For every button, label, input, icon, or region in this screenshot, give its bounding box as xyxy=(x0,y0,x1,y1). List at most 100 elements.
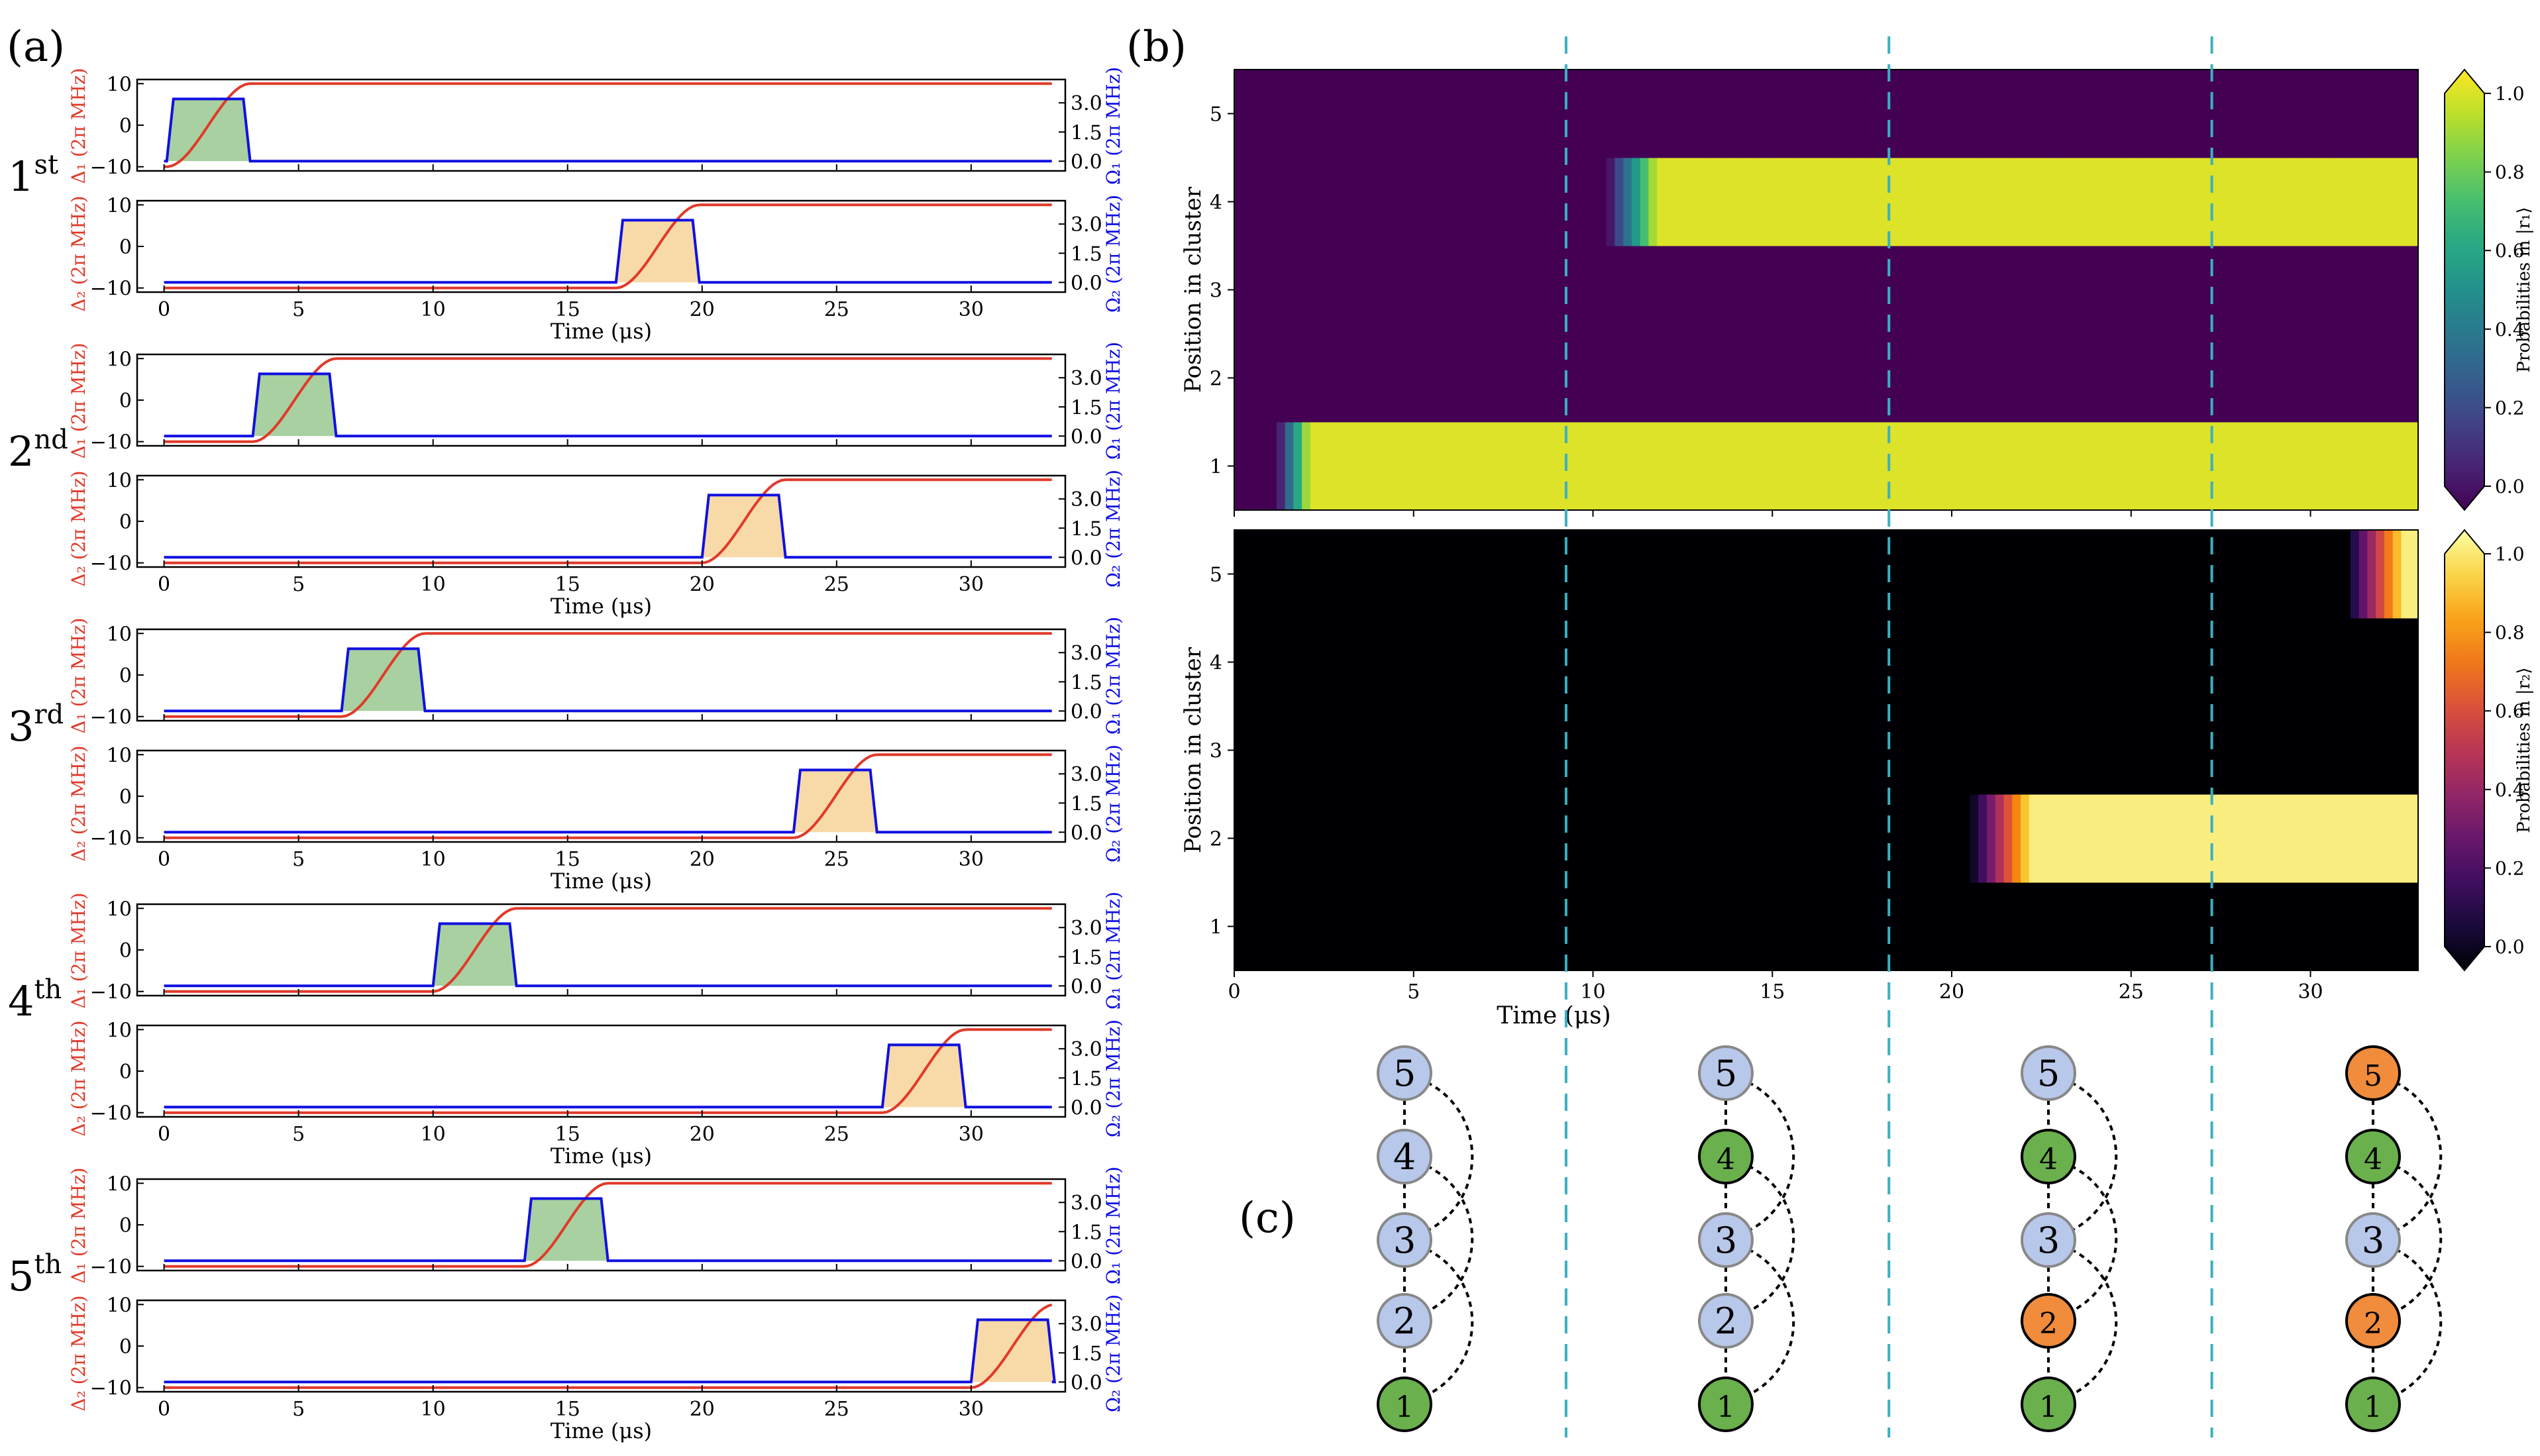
heat-cell xyxy=(1927,246,1937,335)
heat-cell xyxy=(1471,334,1480,423)
heat-cell xyxy=(2308,334,2317,423)
detuning-line-bottom xyxy=(164,1303,1053,1389)
heat-cell xyxy=(1293,422,1302,511)
heat-cell xyxy=(1530,882,1540,971)
heat-cell xyxy=(2384,618,2394,707)
heat-cell xyxy=(2274,158,2284,246)
heat-cell xyxy=(2080,706,2089,795)
heat-cell xyxy=(1631,70,1641,158)
heat-cell xyxy=(1513,334,1522,423)
heat-cell xyxy=(1293,530,1302,619)
heat-cell xyxy=(1911,70,1920,158)
heat-cell xyxy=(1361,530,1371,619)
y-left-tick-label: 0 xyxy=(119,1335,132,1359)
heat-cell xyxy=(1944,794,1954,883)
heat-cell xyxy=(1987,158,1996,246)
heat-cell xyxy=(1446,422,1455,511)
heat-cell xyxy=(1716,334,1726,423)
heat-cell xyxy=(1454,882,1463,971)
heat-cell xyxy=(1556,422,1565,511)
heat-cell xyxy=(1597,794,1607,883)
heat-cell xyxy=(1505,706,1514,795)
heat-cell xyxy=(1251,706,1261,795)
heat-cell xyxy=(2021,158,2030,246)
heat-cell xyxy=(1386,158,1396,246)
heat-cell xyxy=(1369,882,1379,971)
heat-cell xyxy=(1666,246,1675,335)
heat-cell xyxy=(1741,706,1751,795)
heat-cell xyxy=(1293,794,1302,883)
heat-cell xyxy=(2300,334,2309,423)
heat-cell xyxy=(2240,158,2250,246)
heat-cell xyxy=(1682,530,1692,619)
heat-cell xyxy=(1361,422,1371,511)
heat-cell xyxy=(1352,246,1362,335)
heat-cell xyxy=(2300,422,2309,511)
heat-cell xyxy=(1927,530,1937,619)
heat-cell xyxy=(2021,706,2030,795)
heat-cell xyxy=(1783,334,1793,423)
heat-cell xyxy=(1885,882,1895,971)
heat-cell xyxy=(2266,882,2275,971)
time-markers xyxy=(1564,36,2213,1437)
heat-cell xyxy=(2037,422,2047,511)
heat-cell xyxy=(2080,422,2089,511)
heat-cell xyxy=(1327,334,1336,423)
heat-cell xyxy=(1970,618,1980,707)
heat-cell xyxy=(1462,618,1472,707)
heat-cell xyxy=(2131,334,2140,423)
heat-cell xyxy=(1775,618,1785,707)
heat-cell xyxy=(1462,706,1472,795)
heat-cell xyxy=(1911,334,1920,423)
heat-cell xyxy=(1386,246,1396,335)
edge-next-nearest xyxy=(1748,1248,1795,1396)
heat-cell xyxy=(1902,334,1911,423)
heat-cell xyxy=(1530,334,1540,423)
heat-cell xyxy=(1361,618,1371,707)
heat-cell xyxy=(1327,246,1336,335)
heat-cell xyxy=(1479,794,1489,883)
heat-cell xyxy=(1420,422,1430,511)
heat-cell xyxy=(2249,706,2258,795)
heat-cell xyxy=(2376,70,2385,158)
heat-cell xyxy=(2156,794,2165,883)
heat-cell xyxy=(2131,882,2140,971)
heat-cell xyxy=(1420,794,1430,883)
heat-cell xyxy=(2316,70,2326,158)
heat-cell xyxy=(1961,706,1971,795)
heat-cell xyxy=(1834,530,1844,619)
y-left-tick-label: −10 xyxy=(90,278,132,301)
heat-cell xyxy=(2122,882,2131,971)
heat-cell xyxy=(2029,246,2038,335)
heat-cell xyxy=(1860,158,1870,246)
heat-cell xyxy=(1707,158,1717,246)
heat-cell xyxy=(2003,794,2013,883)
heat-cell xyxy=(1843,530,1852,619)
heat-cell xyxy=(2062,794,2072,883)
heat-cell xyxy=(1242,530,1252,619)
heat-cell xyxy=(2029,334,2038,423)
heat-cell xyxy=(1428,158,1438,246)
heat-cell xyxy=(2147,882,2157,971)
heat-cell xyxy=(2062,706,2072,795)
axes-frame-bottom xyxy=(136,474,1067,568)
y-left-tick-label: 0 xyxy=(119,939,132,962)
heat-cell xyxy=(1462,246,1472,335)
heat-cell xyxy=(2088,246,2097,335)
heat-cell xyxy=(1724,422,1734,511)
heat-cell xyxy=(1648,618,1658,707)
node: 2 xyxy=(1377,1293,1432,1349)
heat-cell xyxy=(1547,422,1556,511)
heat-cell xyxy=(1522,794,1531,883)
x-tick-label: 10 xyxy=(421,848,446,871)
heat-cell xyxy=(1581,246,1590,335)
heat-cell xyxy=(1936,70,1945,158)
heat-cell xyxy=(1581,706,1590,795)
heat-cell xyxy=(1783,422,1793,511)
heat-cell xyxy=(1556,794,1565,883)
heat-cell xyxy=(1666,334,1675,423)
y-label-delta2: Δ₂ (2π MHz) xyxy=(68,1020,89,1136)
heat-cell xyxy=(2105,618,2115,707)
x-tick-label: 25 xyxy=(824,848,849,871)
x-tick-label: 10 xyxy=(1580,980,1605,1004)
